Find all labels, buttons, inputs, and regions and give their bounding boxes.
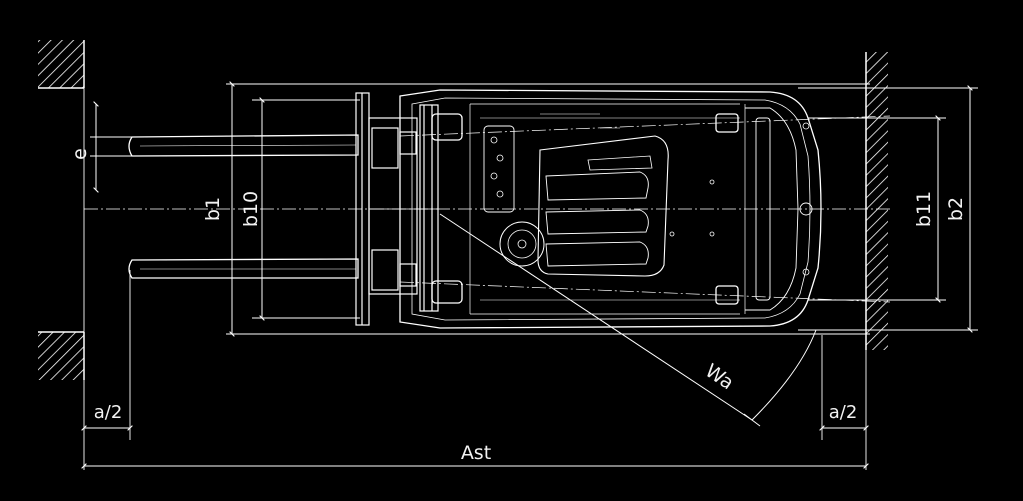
forks — [128, 134, 359, 279]
label-ast: Ast — [461, 442, 491, 464]
truck-body — [399, 89, 822, 329]
label-b11: b11 — [913, 191, 935, 227]
extension-lines — [83, 40, 978, 470]
label-e: e — [69, 148, 91, 160]
label-b2: b2 — [945, 197, 967, 221]
label-wa: Wa — [701, 360, 738, 395]
wall-hatch-bottom-left — [38, 331, 85, 380]
label-b1: b1 — [202, 197, 224, 221]
dimension-lines — [81, 81, 973, 469]
label-b10: b10 — [240, 191, 262, 227]
wall-hatch-right — [865, 52, 888, 350]
fork-carriage — [355, 92, 439, 326]
center-lines — [84, 115, 891, 303]
label-a-half-right: a/2 — [829, 402, 858, 423]
label-a-half-left: a/2 — [94, 402, 123, 423]
wall-hatch-top-left — [38, 40, 85, 89]
